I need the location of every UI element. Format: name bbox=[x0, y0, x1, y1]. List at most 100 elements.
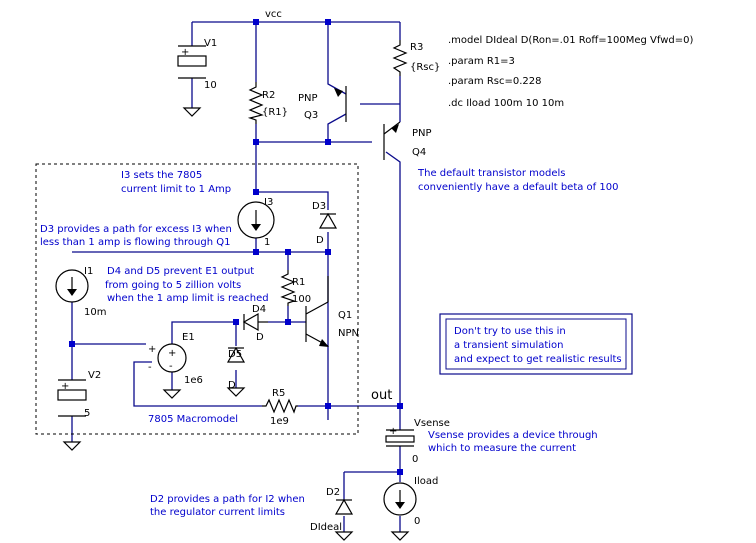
ground-e1 bbox=[162, 389, 182, 399]
e1-ctrl-minus-mark: - bbox=[148, 362, 152, 373]
v1-name: V1 bbox=[204, 38, 217, 49]
r2-resistor[interactable] bbox=[247, 82, 264, 124]
note-d45-line3: when the 1 amp limit is reached bbox=[107, 293, 269, 304]
r1-name: R1 bbox=[292, 277, 305, 288]
junction-dot bbox=[397, 403, 403, 409]
ground-iload bbox=[390, 531, 410, 541]
r1-resistor[interactable] bbox=[280, 270, 296, 306]
note-d45-line1: D4 and D5 prevent E1 output bbox=[107, 266, 254, 277]
d5-diode[interactable] bbox=[226, 346, 246, 363]
vsense-voltage-source[interactable]: + bbox=[385, 426, 415, 447]
directive-param-rsc: .param Rsc=0.228 bbox=[448, 76, 541, 87]
r3-name: R3 bbox=[410, 42, 423, 53]
junction-dot bbox=[285, 249, 291, 255]
directive-dc-sweep: .dc Iload 100m 10 10m bbox=[448, 98, 564, 109]
d5-name: D5 bbox=[228, 349, 242, 360]
q4-pnp-transistor[interactable] bbox=[383, 121, 401, 160]
note-d3-line1: D3 provides a path for excess I3 when bbox=[40, 224, 232, 235]
d4-model: D bbox=[256, 332, 264, 343]
wire-q3-emitter bbox=[327, 22, 347, 95]
r2-value: {R1} bbox=[262, 107, 288, 118]
e1-dependent-source[interactable]: + - + - bbox=[148, 343, 187, 373]
junction-dot bbox=[397, 469, 403, 475]
note-vsense-line2: which to measure the current bbox=[428, 443, 576, 454]
note-d2-line1: D2 provides a path for I2 when bbox=[150, 494, 305, 505]
v2-name: V2 bbox=[88, 370, 101, 381]
junction-dot bbox=[253, 19, 259, 25]
note-d2-line2: the regulator current limits bbox=[150, 507, 285, 518]
d5-model: D bbox=[228, 380, 236, 391]
i3-name: I3 bbox=[264, 197, 273, 208]
d4-name: D4 bbox=[252, 304, 266, 315]
i3-value: 1 bbox=[264, 237, 270, 248]
ground-d2 bbox=[334, 531, 354, 541]
e1-minus-mark: - bbox=[169, 361, 173, 372]
junction-dot bbox=[233, 319, 239, 325]
q4-name: Q4 bbox=[412, 147, 426, 158]
junction-dot bbox=[325, 249, 331, 255]
d3-name: D3 bbox=[312, 201, 326, 212]
ground-v2 bbox=[62, 441, 82, 451]
q1-npn-transistor[interactable] bbox=[305, 276, 329, 347]
i3-current-source[interactable] bbox=[237, 201, 275, 239]
warning-box bbox=[439, 313, 633, 375]
r3-value: {Rsc} bbox=[410, 62, 440, 73]
iload-current-source[interactable] bbox=[383, 482, 417, 516]
d2-name: D2 bbox=[326, 487, 340, 498]
i1-current-source[interactable] bbox=[55, 269, 89, 303]
junction-dot bbox=[253, 189, 259, 195]
i1-name: I1 bbox=[84, 266, 93, 277]
junction-dot bbox=[325, 403, 331, 409]
e1-name: E1 bbox=[182, 332, 195, 343]
wire-i3-d3-top bbox=[256, 191, 329, 210]
e1-ctrl-plus-mark: + bbox=[148, 344, 156, 355]
iload-value: 0 bbox=[414, 516, 420, 527]
wires bbox=[71, 21, 401, 532]
junction-dot bbox=[325, 139, 331, 145]
v1-voltage-source[interactable]: + bbox=[177, 45, 207, 79]
q1-name: Q1 bbox=[338, 310, 352, 321]
junction-dot bbox=[253, 139, 259, 145]
net-label-out: out bbox=[371, 388, 392, 403]
i1-value: 10m bbox=[84, 307, 106, 318]
r3-resistor[interactable] bbox=[392, 40, 408, 76]
r5-resistor[interactable] bbox=[262, 398, 298, 414]
note-i3-line1: I3 sets the 7805 bbox=[121, 170, 202, 181]
q3-type: PNP bbox=[298, 93, 318, 104]
v1-value: 10 bbox=[204, 80, 217, 91]
junction-dot bbox=[253, 249, 259, 255]
wire-ctrl-minus bbox=[133, 361, 262, 407]
v2-plus-mark: + bbox=[61, 381, 69, 392]
ground-v1 bbox=[182, 107, 202, 117]
d2-model: DIdeal bbox=[310, 522, 342, 533]
directive-param-r1: .param R1=3 bbox=[448, 56, 515, 67]
v1-plus-mark: + bbox=[181, 47, 189, 58]
r5-value: 1e9 bbox=[270, 416, 289, 427]
junctions bbox=[69, 19, 403, 475]
note-d3-line2: less than 1 amp is flowing through Q1 bbox=[40, 237, 230, 248]
d3-diode[interactable] bbox=[318, 212, 338, 229]
note-i3-line2: current limit to 1 Amp bbox=[121, 184, 231, 195]
d4-diode[interactable] bbox=[242, 312, 268, 332]
iload-name: Iload bbox=[414, 476, 438, 487]
v2-value: 5 bbox=[84, 408, 90, 419]
warning-line1: Don't try to use this in bbox=[454, 326, 566, 337]
note-vsense-line1: Vsense provides a device through bbox=[428, 430, 598, 441]
r1-value: 100 bbox=[292, 294, 311, 305]
ground-d5 bbox=[226, 387, 246, 397]
vsense-name: Vsense bbox=[414, 418, 450, 429]
note-d45-line2: from going to 5 zillion volts bbox=[105, 280, 241, 291]
q3-pnp-transistor[interactable] bbox=[334, 86, 347, 122]
r2-name: R2 bbox=[262, 90, 275, 101]
junction-dot bbox=[69, 341, 75, 347]
directive-model: .model DIdeal D(Ron=.01 Roff=100Meg Vfwd… bbox=[448, 35, 693, 46]
d2-diode[interactable] bbox=[334, 498, 354, 515]
q4-type: PNP bbox=[412, 128, 432, 139]
warning-line3: and expect to get realistic results bbox=[454, 354, 622, 365]
q3-name: Q3 bbox=[304, 110, 318, 121]
v2-voltage-source[interactable]: + bbox=[57, 379, 87, 417]
vsense-plus-mark: + bbox=[389, 426, 397, 437]
note-beta-line1: The default transistor models bbox=[417, 168, 566, 179]
wire-load-branch bbox=[344, 471, 401, 482]
